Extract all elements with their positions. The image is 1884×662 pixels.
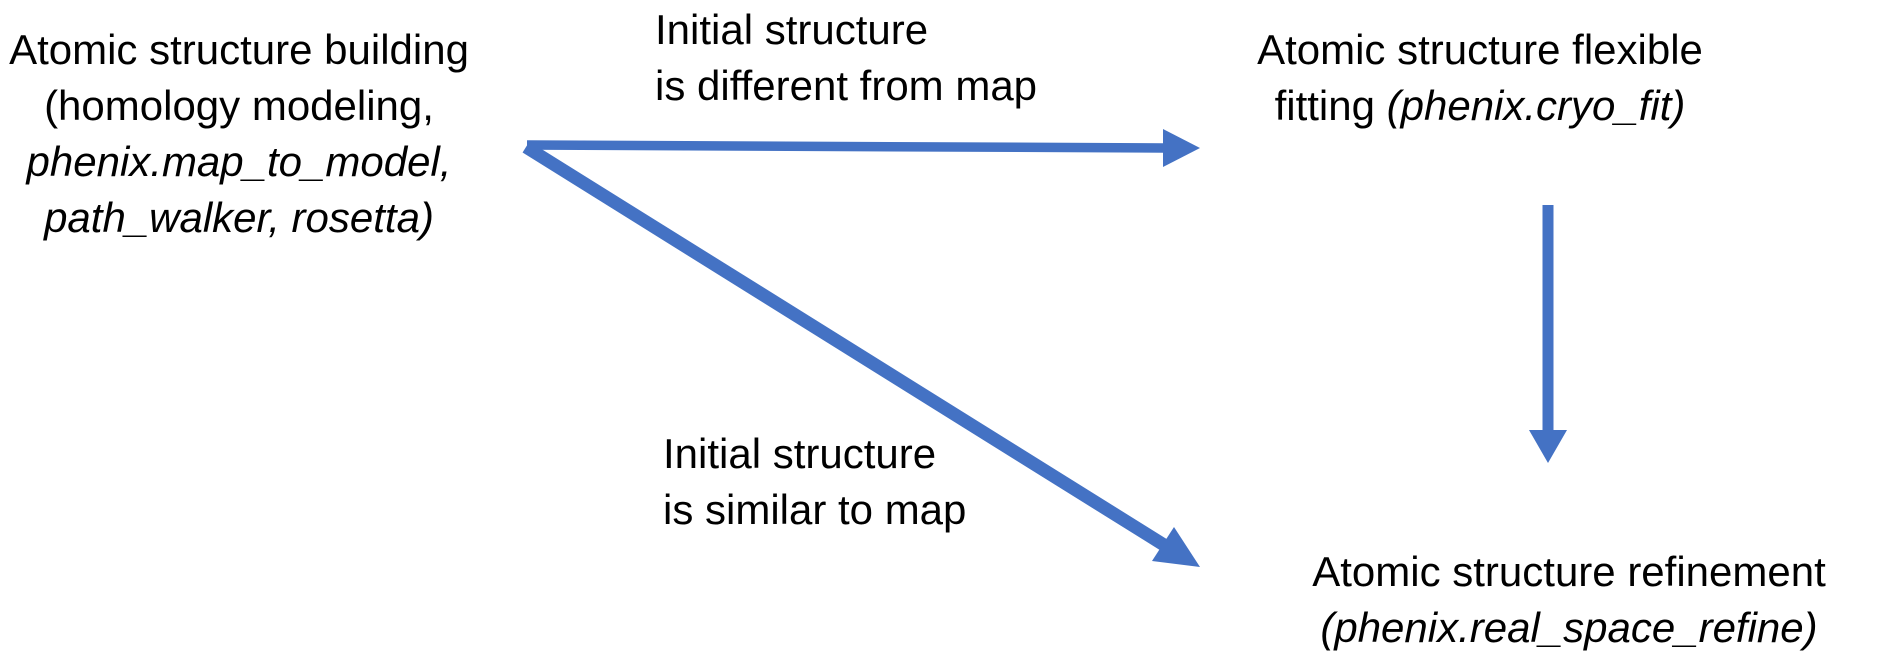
node-structure-building-line4: path_walker, rosetta) bbox=[44, 194, 434, 241]
node-structure-refinement-line2: (phenix.real_space_refine) bbox=[1320, 604, 1818, 651]
edge-label-different-line1: Initial structure bbox=[655, 6, 929, 53]
edge-label-similar-line1: Initial structure bbox=[663, 430, 937, 477]
arrowhead-down-icon bbox=[1529, 430, 1567, 463]
node-structure-refinement: Atomic structure refinement (phenix.real… bbox=[1254, 544, 1884, 656]
node-flexible-fitting-line2-prefix: fitting bbox=[1274, 82, 1387, 129]
node-structure-building-line3: phenix.map_to_model, bbox=[26, 138, 452, 185]
arrow-building-to-refinement bbox=[522, 141, 1200, 567]
node-flexible-fitting-line2-italic: (phenix.cryo_fit) bbox=[1386, 82, 1686, 129]
node-flexible-fitting-line2: fitting (phenix.cryo_fit) bbox=[1248, 78, 1712, 134]
node-flexible-fitting: Atomic structure flexible fitting (pheni… bbox=[1248, 22, 1712, 134]
node-structure-building-line2: (homology modeling, bbox=[44, 82, 434, 129]
node-structure-building-line1: Atomic structure building bbox=[9, 26, 469, 73]
node-structure-building: Atomic structure building (homology mode… bbox=[0, 22, 478, 246]
arrow-building-to-fitting-shaft bbox=[526, 140, 1165, 153]
edge-label-different-line2: is different from map bbox=[655, 62, 1038, 109]
edge-label-different: Initial structure is different from map bbox=[655, 2, 1037, 114]
edge-label-similar-line2: is similar to map bbox=[663, 486, 967, 533]
arrowhead-diagonal-icon bbox=[1152, 527, 1200, 567]
arrowhead-right-icon bbox=[1163, 129, 1200, 167]
arrow-fitting-to-refinement bbox=[1529, 205, 1567, 463]
edge-label-similar: Initial structure is similar to map bbox=[663, 426, 966, 538]
arrow-building-to-refinement-shaft bbox=[522, 141, 1168, 551]
node-flexible-fitting-line1: Atomic structure flexible bbox=[1257, 26, 1703, 73]
arrow-building-to-fitting bbox=[526, 129, 1200, 167]
node-structure-refinement-line1: Atomic structure refinement bbox=[1312, 548, 1826, 595]
